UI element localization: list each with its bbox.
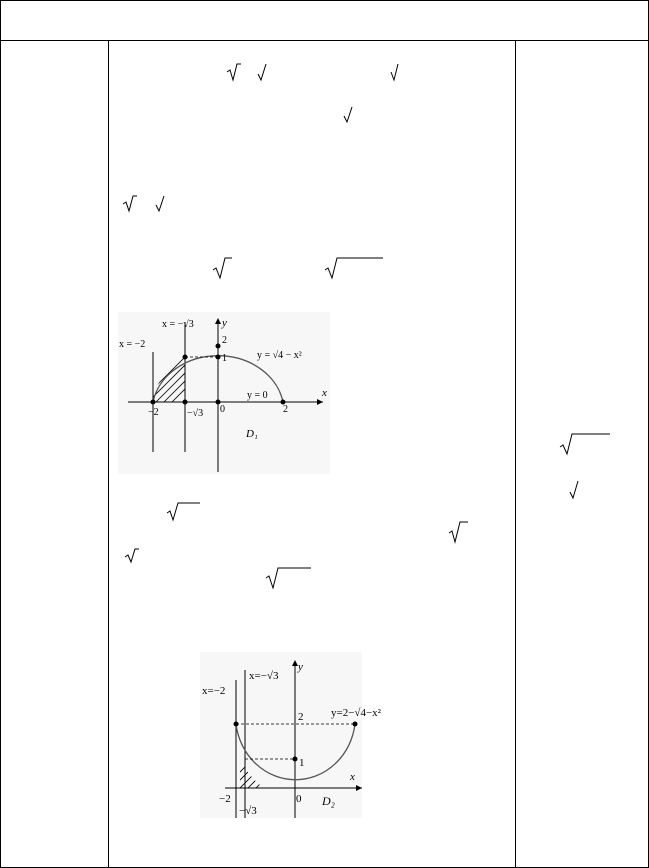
tick-0: 0 — [296, 793, 302, 805]
radical-sign — [155, 195, 165, 213]
point — [292, 756, 298, 762]
point — [215, 343, 221, 349]
label-y-axis: y — [221, 317, 227, 329]
hatched-region — [153, 357, 185, 402]
radical-sign — [257, 63, 267, 82]
point — [215, 354, 221, 360]
radical-sign — [390, 63, 399, 82]
point — [233, 721, 239, 727]
point — [182, 399, 188, 405]
tick-0: 0 — [220, 404, 225, 415]
radical-sign — [324, 257, 383, 280]
point — [150, 399, 156, 405]
radical-sign — [226, 63, 241, 82]
tick-neg2: −2 — [219, 793, 231, 805]
x-axis-arrow — [356, 785, 362, 791]
y-axis-arrow — [215, 318, 221, 324]
hatched-region — [240, 760, 260, 788]
point — [352, 721, 358, 727]
tick-2-right: 2 — [283, 404, 288, 415]
radical-sign — [124, 548, 139, 564]
label-x-eq-neg2: x = −2 — [119, 339, 145, 350]
label-x-axis: x — [349, 771, 355, 783]
radical-sign — [265, 567, 311, 590]
label-x-eq-neg-root3: x=−√3 — [249, 670, 279, 682]
label-x-eq-neg-root3: x = −√3 — [162, 319, 194, 330]
tick-neg2: −2 — [148, 407, 159, 418]
label-curve: y = √4 − x² — [257, 350, 302, 361]
label-y-eq-0: y = 0 — [247, 390, 268, 401]
radical-sign — [212, 257, 232, 280]
radical-sign — [166, 502, 200, 522]
label-x-eq-neg2: x=−2 — [202, 685, 225, 697]
label-x-axis: x — [321, 387, 327, 399]
figure-2-semicircle: x=−2 x=−√3 y x y=2−√4−x² 2 1 −2 −√3 0 D₂ — [200, 652, 382, 818]
radical-sign — [343, 106, 353, 124]
region-label: D₁ — [245, 428, 258, 440]
tick-neg-root3: −√3 — [187, 408, 203, 419]
label-y-axis: y — [297, 661, 303, 673]
radical-sign — [559, 433, 610, 456]
semicircle-curve — [235, 723, 356, 781]
figure-1-semicircle: x = −2 x = −√3 y x y = √4 − x² y = 0 2 1… — [118, 312, 330, 474]
y-axis-arrow — [292, 660, 298, 666]
tick-2: 2 — [298, 711, 304, 723]
point — [215, 399, 221, 405]
tick-1: 1 — [299, 757, 305, 769]
radical-sign — [569, 480, 579, 500]
radical-sign — [448, 521, 468, 544]
radical-sign — [122, 195, 137, 213]
tick-1: 1 — [222, 353, 227, 364]
point — [182, 354, 188, 360]
point — [280, 399, 286, 405]
tick-2-top: 2 — [222, 335, 227, 346]
region-label: D₂ — [321, 794, 335, 808]
label-curve: y=2−√4−x² — [331, 707, 382, 719]
tick-neg-root3: −√3 — [239, 805, 257, 817]
x-axis-arrow — [317, 399, 323, 405]
